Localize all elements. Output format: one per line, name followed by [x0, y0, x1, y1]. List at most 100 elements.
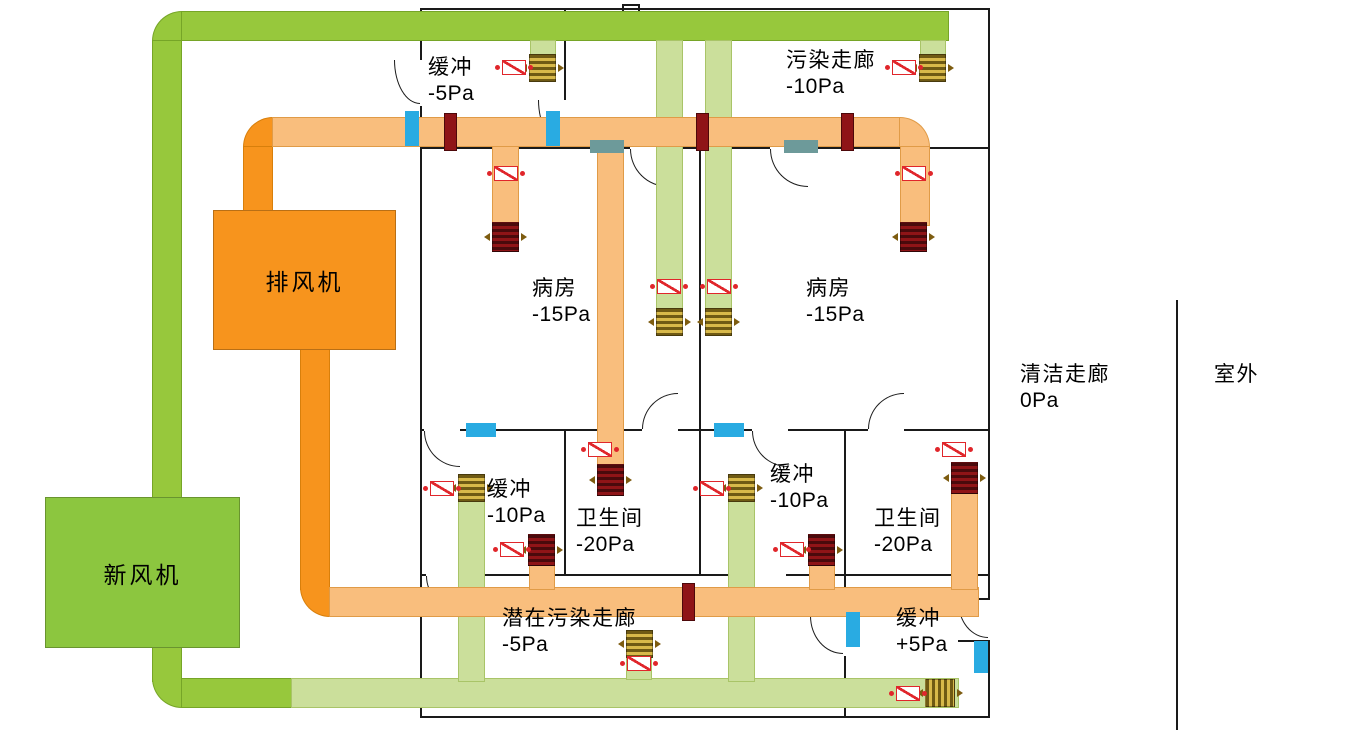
room-name: 缓冲 — [428, 56, 473, 79]
door-arc-buffer-bottom — [810, 616, 843, 654]
supply-duct-fan-bottom — [152, 646, 182, 682]
wall-left — [420, 8, 422, 718]
room-label-buffer-mid-left: 缓冲 -10Pa — [487, 477, 546, 530]
valve-icon — [620, 656, 658, 671]
door-gap — [630, 145, 668, 151]
valve-icon — [885, 60, 923, 75]
inline-damper — [682, 583, 695, 621]
inline-damper — [696, 113, 709, 151]
room-pressure: -15Pa — [806, 303, 865, 327]
wall-vent — [784, 140, 818, 153]
exhaust-elbow-fan-top — [243, 117, 273, 147]
supply-duct-top-run — [181, 11, 949, 41]
room-name: 卫生间 — [874, 507, 942, 530]
exhaust-branch-buffer-mid-right — [809, 564, 835, 590]
room-label-toilet-right: 卫生间 -20Pa — [874, 506, 942, 559]
wall-ward-divider — [699, 147, 701, 431]
door-gap — [418, 60, 424, 106]
room-label-buffer-top: 缓冲 -5Pa — [428, 55, 474, 108]
exhaust-grille-buffer-mid-right — [800, 534, 843, 566]
exhaust-grille-buffer-mid-left — [520, 534, 563, 566]
supply-duct-bottom-run-pale — [291, 678, 959, 708]
supply-grille-dirty-corridor — [911, 54, 954, 82]
supply-grille-ward-left — [648, 308, 691, 336]
exhaust-elbow-top-right — [900, 117, 930, 147]
room-pressure: 0Pa — [1020, 389, 1059, 413]
wall-vent — [590, 140, 624, 153]
room-name: 污染走廊 — [786, 49, 876, 72]
supply-elbow-top-left — [152, 11, 182, 41]
room-name: 病房 — [806, 277, 851, 300]
exhaust-grille-toilet-right — [943, 462, 986, 494]
valve-icon — [581, 442, 619, 457]
room-name: 卫生间 — [576, 507, 644, 530]
exhaust-duct-fan-drop — [300, 348, 330, 590]
room-label-dirty-corridor: 污染走廊 -10Pa — [786, 48, 876, 101]
room-name: 室外 — [1214, 363, 1259, 386]
supply-elbow-bottom-left — [152, 678, 182, 708]
wall-top — [420, 8, 990, 10]
room-name: 潜在污染走廊 — [502, 607, 637, 630]
door-gap — [842, 616, 848, 656]
supply-grille-buffer-mid-right — [720, 474, 763, 502]
inline-damper — [444, 113, 457, 151]
door-panel — [846, 612, 860, 647]
door-gap — [424, 427, 460, 433]
room-label-ward-left: 病房 -15Pa — [532, 276, 591, 329]
valve-icon — [423, 481, 461, 496]
door-panel — [546, 111, 560, 146]
room-label-buffer-bottom: 缓冲 +5Pa — [896, 606, 948, 659]
room-pressure: -15Pa — [532, 303, 591, 327]
door-gap — [426, 572, 460, 578]
valve-icon — [493, 542, 531, 557]
room-label-semi-dirty-corridor: 潜在污染走廊 -5Pa — [502, 606, 637, 659]
supply-grille-ward-right — [697, 308, 740, 336]
supply-branch-ward-right — [705, 40, 732, 312]
valve-icon — [895, 166, 933, 181]
room-name: 清洁走廊 — [1020, 363, 1110, 386]
exhaust-grille-toilet-left — [589, 464, 632, 496]
room-label-ward-right: 病房 -15Pa — [806, 276, 865, 329]
door-arc-toilet-right — [868, 393, 904, 429]
wall-bottom — [420, 716, 990, 718]
exhaust-branch-buffer-mid-left — [529, 564, 555, 590]
door-panel — [466, 423, 496, 437]
valve-icon — [773, 542, 811, 557]
room-pressure: -20Pa — [576, 533, 635, 557]
valve-icon — [935, 442, 973, 457]
room-label-buffer-mid-right: 缓冲 -10Pa — [770, 462, 829, 515]
supply-duct-bottom-run — [181, 678, 293, 708]
door-arc-ward-right — [770, 149, 808, 187]
exhaust-branch-ward-right — [900, 146, 930, 226]
room-label-clean-corridor: 清洁走廊 0Pa — [1020, 362, 1110, 415]
exhaust-duct-fan-riser — [243, 146, 273, 212]
fresh-air-fan-label: 新风机 — [103, 561, 182, 588]
door-gap — [752, 572, 786, 578]
supply-grille-buffer-top — [521, 54, 564, 82]
supply-grille-buffer-bottom — [917, 679, 963, 707]
valve-icon — [693, 481, 731, 496]
inline-damper — [841, 113, 854, 151]
supply-branch-ward-left — [656, 40, 683, 312]
room-pressure: -10Pa — [487, 504, 546, 528]
room-name: 缓冲 — [896, 607, 941, 630]
valve-icon — [650, 279, 688, 294]
room-name: 病房 — [532, 277, 577, 300]
door-arc-buffer-mid-left — [424, 431, 460, 467]
room-pressure: -10Pa — [786, 75, 845, 99]
wall-room-divider-2 — [699, 429, 701, 576]
door-panel — [405, 111, 419, 146]
exhaust-fan-box: 排风机 — [213, 210, 396, 350]
exhaust-grille-ward-right — [892, 222, 935, 252]
exhaust-branch-toilet-left — [597, 146, 624, 468]
door-panel — [714, 423, 744, 437]
wall-buffer-top-right — [564, 8, 566, 149]
room-pressure: -5Pa — [428, 82, 475, 106]
wall-clean-outdoor-divider — [1176, 300, 1178, 730]
room-pressure: -20Pa — [874, 533, 933, 557]
exhaust-duct-bottom-run — [329, 587, 979, 617]
door-gap — [642, 427, 678, 433]
room-name: 缓冲 — [770, 463, 815, 486]
room-label-outdoor: 室外 — [1214, 362, 1259, 388]
